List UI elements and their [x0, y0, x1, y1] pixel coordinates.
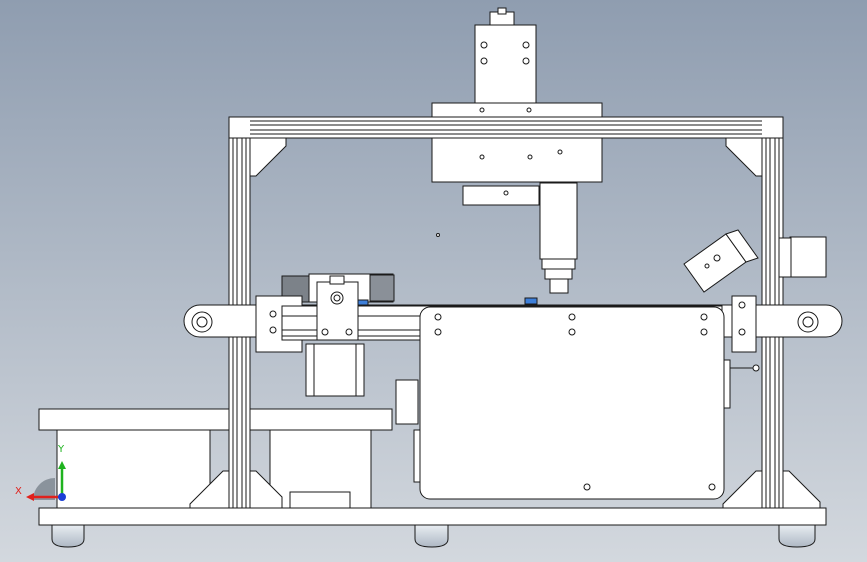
- base-plate: [38, 507, 827, 526]
- spindle-body: [539, 182, 578, 260]
- spindle-clamp: [462, 185, 540, 206]
- axis-triad: X Y: [15, 444, 66, 501]
- z-carriage-plate: [431, 102, 603, 118]
- axis-x-label: X: [15, 486, 22, 497]
- spindle-nose: [541, 258, 576, 270]
- spindle-collet: [549, 278, 569, 294]
- axis-y-label: Y: [57, 444, 65, 455]
- feet: [51, 524, 816, 548]
- foot-left: [51, 524, 85, 548]
- left-lower-table: [33, 408, 393, 509]
- workpiece-clamp: [316, 275, 359, 341]
- control-box: [413, 306, 760, 500]
- motor-mount: [395, 379, 419, 425]
- camera-sensor: [683, 229, 827, 293]
- foot-right: [778, 524, 816, 548]
- spindle-assembly: [431, 7, 603, 294]
- frame-crossbar: [228, 116, 784, 139]
- z-carriage-block: [431, 137, 603, 183]
- foot-center: [414, 524, 449, 548]
- corner-gussets: [189, 137, 821, 509]
- stepper-motor: [305, 343, 365, 397]
